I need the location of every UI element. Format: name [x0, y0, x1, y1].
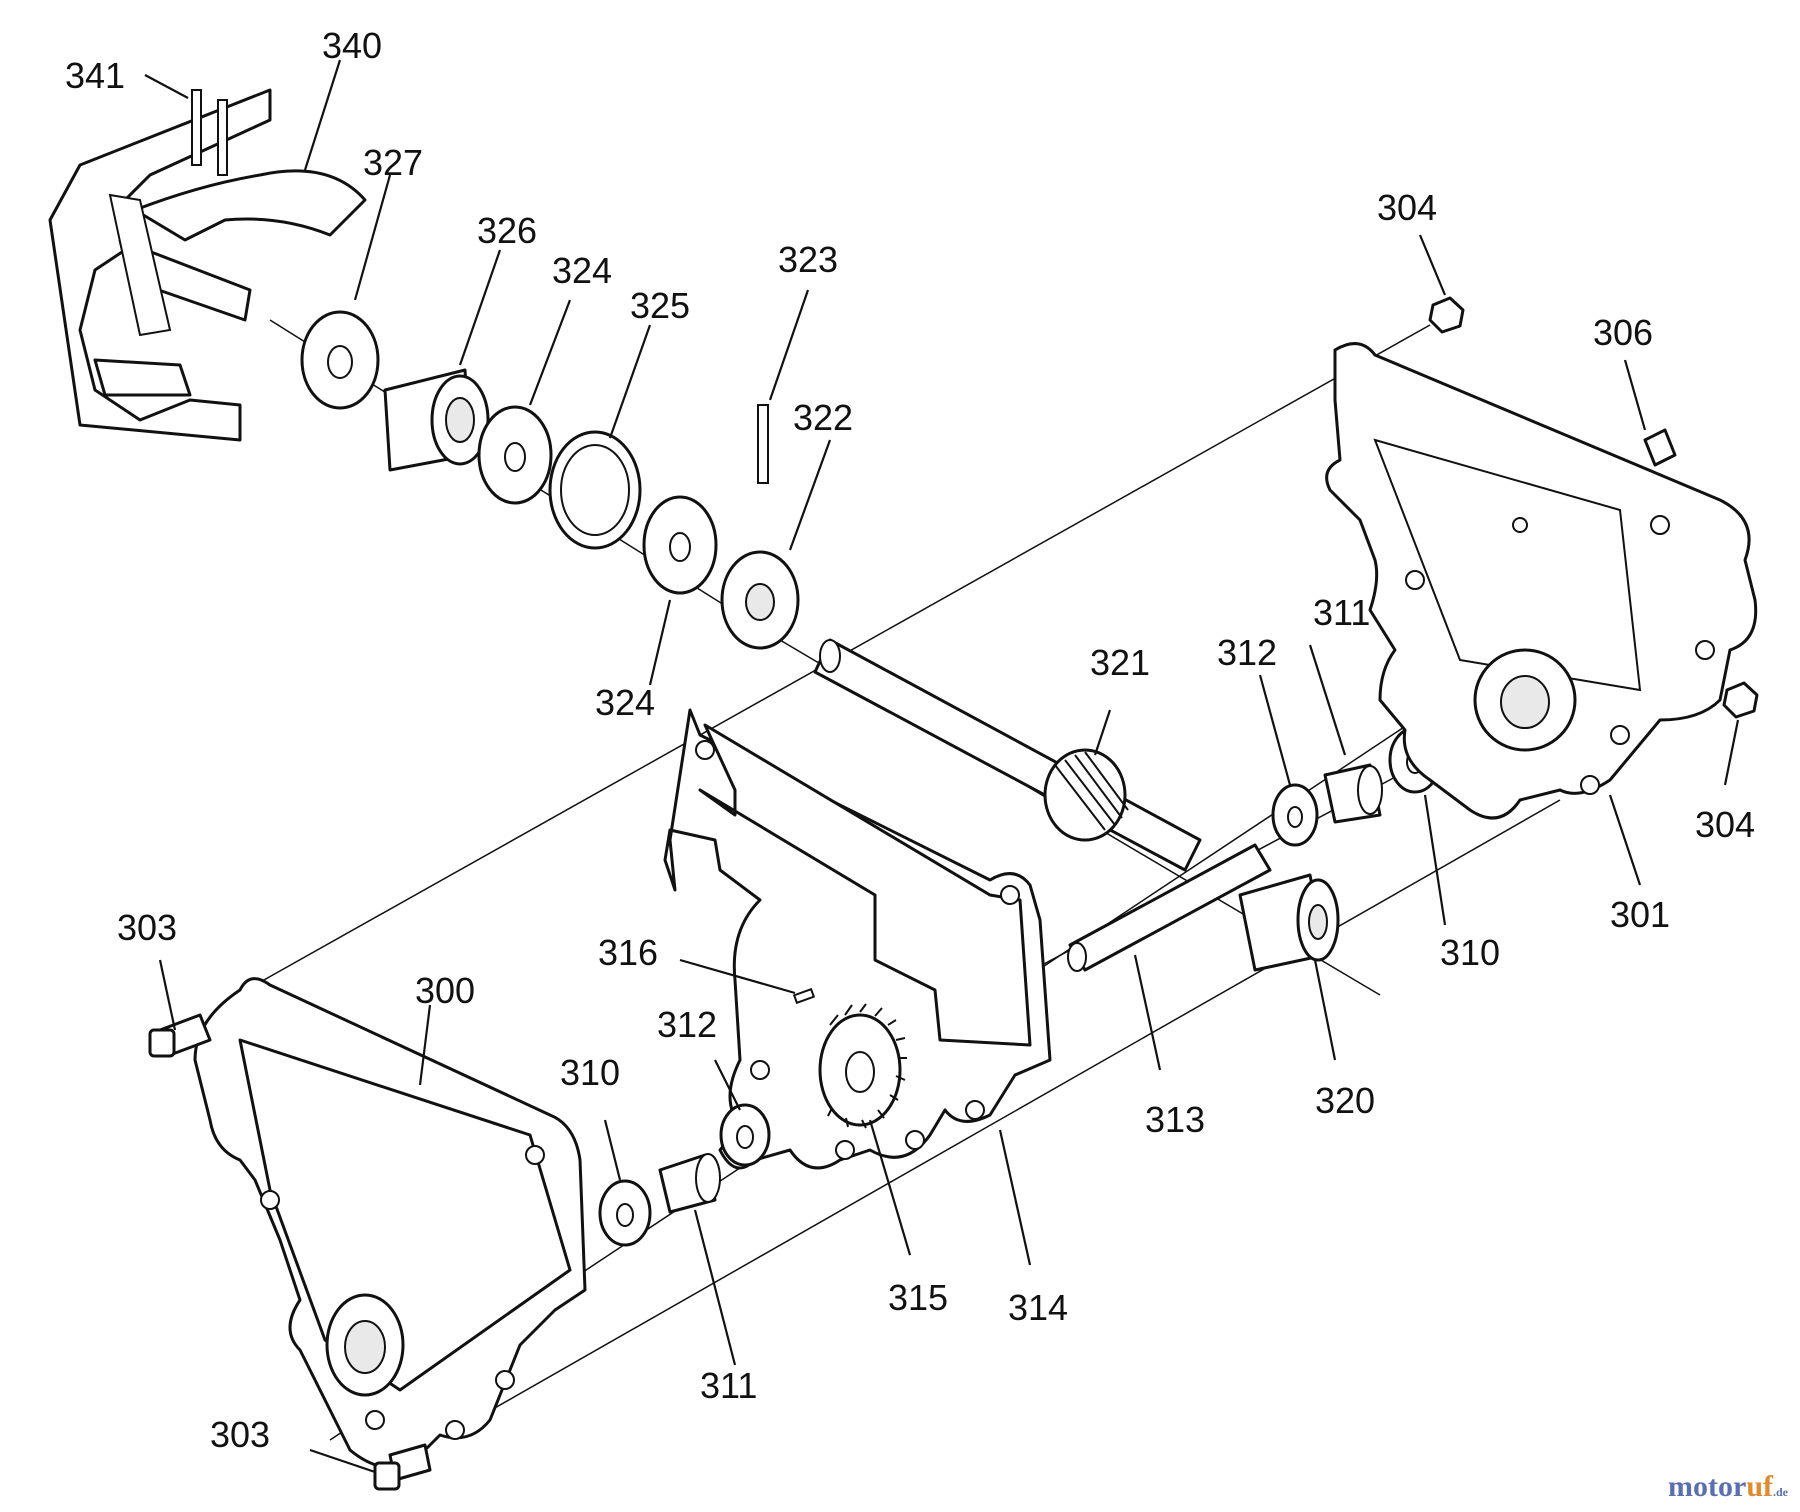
- label-324-upper: 324: [552, 250, 612, 291]
- part-322-collar: [720, 550, 800, 650]
- label-321: 321: [1090, 642, 1150, 683]
- label-341: 341: [65, 55, 125, 96]
- part-325-thrust-bearing: [548, 430, 642, 550]
- label-311-left: 311: [700, 1365, 757, 1406]
- part-311-bushing-left: [658, 1153, 721, 1214]
- part-316-key: [792, 987, 816, 1005]
- part-320-bushing: [1238, 873, 1340, 972]
- part-number-labels: 341 340 327 326 324 325 323 322 324 304 …: [65, 25, 1755, 1455]
- part-323-pin: [757, 404, 769, 484]
- label-322: 322: [793, 397, 853, 438]
- part-303-bolt-lower: [373, 1443, 432, 1491]
- part-315-gear: [818, 1003, 907, 1129]
- watermark-logo: motoruf.de: [1668, 1470, 1788, 1504]
- part-314-gasket: [663, 708, 1052, 1170]
- part-312-washer-right: [1271, 783, 1319, 847]
- part-303-bolt-upper: [148, 1013, 212, 1058]
- watermark-text-a: motor: [1668, 1470, 1747, 1503]
- label-340: 340: [322, 25, 382, 66]
- label-314: 314: [1008, 1287, 1068, 1328]
- label-313: 313: [1145, 1099, 1205, 1140]
- label-327: 327: [363, 142, 423, 183]
- part-304-nut-upper: [1428, 296, 1465, 334]
- label-325: 325: [630, 285, 690, 326]
- label-315: 315: [888, 1277, 948, 1318]
- part-300-left-gear-case: [193, 977, 587, 1470]
- label-326: 326: [477, 210, 537, 251]
- part-324-washer-lower: [642, 495, 718, 595]
- label-323: 323: [778, 239, 838, 280]
- label-311-right: 311: [1313, 592, 1370, 633]
- part-341-pins: [191, 89, 228, 176]
- label-304-lower: 304: [1695, 804, 1755, 845]
- part-301-right-gear-case: [1325, 342, 1758, 820]
- part-312-washer-left: [719, 1103, 771, 1167]
- part-324-washer-upper: [477, 405, 553, 505]
- part-306-grease-fitting: [1643, 428, 1677, 467]
- label-316: 316: [598, 932, 658, 973]
- label-303-lower: 303: [210, 1414, 270, 1455]
- label-304-upper: 304: [1377, 187, 1437, 228]
- label-310-right: 310: [1440, 932, 1500, 973]
- part-311-bushing-right: [1323, 763, 1383, 824]
- watermark-tld: .de: [1773, 1485, 1788, 1499]
- watermark-text-b: uf: [1746, 1470, 1773, 1503]
- part-304-nut-lower: [1722, 681, 1759, 719]
- leader-lines: [144, 59, 1740, 1474]
- label-301: 301: [1610, 894, 1670, 935]
- part-310-washer-left: [598, 1179, 652, 1247]
- label-312-right: 312: [1217, 632, 1277, 673]
- part-321-worm-shaft: [813, 638, 1202, 872]
- part-313-shaft: [1067, 843, 1272, 972]
- part-326-bushing: [383, 368, 490, 472]
- label-300: 300: [415, 970, 475, 1011]
- label-310-left: 310: [560, 1052, 620, 1093]
- label-324-lower: 324: [595, 682, 655, 723]
- label-306: 306: [1593, 312, 1653, 353]
- part-340-chute-bracket: [48, 88, 367, 442]
- label-312-left: 312: [657, 1004, 717, 1045]
- label-303-upper: 303: [117, 907, 177, 948]
- part-327-washer: [300, 310, 380, 410]
- label-320: 320: [1315, 1080, 1375, 1121]
